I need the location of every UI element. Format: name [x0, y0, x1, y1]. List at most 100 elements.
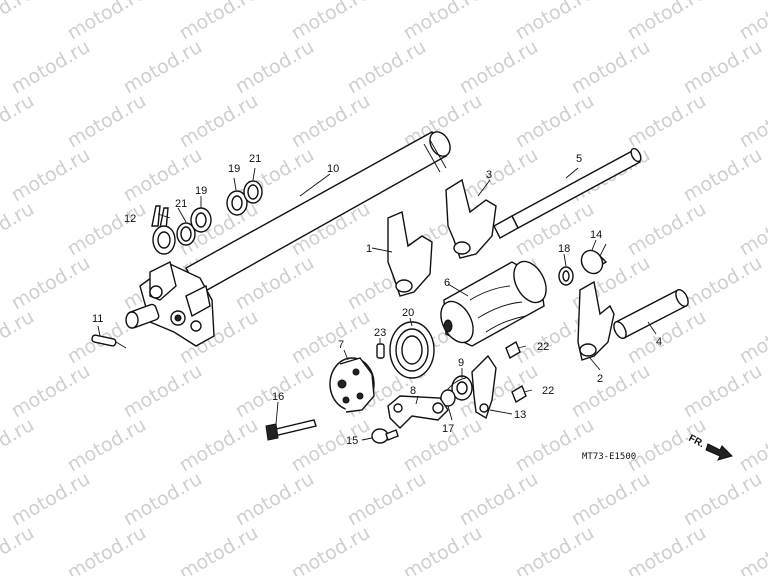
watermark-text: motod.ru — [568, 360, 654, 423]
watermark-text: motod.ru — [680, 36, 766, 99]
front-direction-indicator: FR. — [687, 433, 733, 461]
watermark-text: motod.ru — [120, 360, 206, 423]
watermark-text: motod.ru — [512, 90, 598, 153]
callout-13: 13 — [514, 409, 526, 421]
watermark-text: motod.ru — [736, 522, 768, 576]
watermark-text: motod.ru — [8, 468, 94, 531]
callout-11: 11 — [92, 313, 103, 325]
watermark-text: motod.ru — [288, 0, 374, 44]
watermark-text: motod.ru — [456, 468, 542, 531]
callout-15: 15 — [346, 435, 358, 447]
screw — [511, 384, 533, 404]
watermark-text: motod.ru — [0, 414, 38, 477]
watermark-text: motod.ru — [176, 0, 262, 44]
callout-16: 16 — [272, 391, 284, 403]
callout-18: 18 — [558, 243, 570, 255]
watermark-text: motod.ru — [680, 144, 766, 207]
pin — [376, 343, 385, 359]
callout-19: 19 — [228, 163, 240, 175]
watermark-text: motod.ru — [568, 468, 654, 531]
collar — [613, 289, 689, 339]
watermark-text: motod.ru — [624, 90, 710, 153]
callout-5: 5 — [576, 153, 582, 165]
watermark-text: motod.ru — [232, 468, 318, 531]
callout-1: 1 — [366, 243, 372, 255]
watermark-text: motod.ru — [0, 306, 38, 369]
watermark-text: motod.ru — [736, 414, 768, 477]
watermark-text: motod.ru — [512, 522, 598, 576]
watermark-text: motod.ru — [64, 414, 150, 477]
watermark-text: motod.ru — [0, 0, 38, 44]
drum-center — [329, 357, 375, 413]
watermark-text: motod.ru — [512, 414, 598, 477]
callout-22: 22 — [542, 385, 554, 397]
watermark-text: motod.ru — [8, 36, 94, 99]
watermark-text: motod.ru — [288, 522, 374, 576]
callout-22: 22 — [537, 341, 549, 353]
watermark-text: motod.ru — [736, 90, 768, 153]
watermark-text: motod.ru — [0, 522, 38, 576]
snap-ring — [176, 222, 196, 246]
shift-fork — [387, 211, 433, 297]
washer — [226, 190, 248, 216]
watermark-text: motod.ru — [0, 198, 38, 261]
bolt — [265, 419, 317, 441]
callout-4: 4 — [656, 336, 662, 348]
callout-17: 17 — [442, 423, 454, 435]
callout-8: 8 — [410, 385, 416, 397]
snap-ring — [243, 180, 263, 204]
watermark-text: motod.ru — [736, 306, 768, 369]
callout-2: 2 — [597, 373, 603, 385]
callout-9: 9 — [458, 357, 464, 369]
callout-12: 12 — [124, 213, 136, 225]
watermark-text: motod.ru — [680, 468, 766, 531]
watermark-text: motod.ru — [120, 468, 206, 531]
bolt — [371, 428, 399, 444]
watermark-text: motod.ru — [120, 144, 206, 207]
callout-3: 3 — [486, 169, 492, 181]
shift-fork — [445, 178, 497, 259]
fork-shaft — [493, 147, 642, 239]
watermark-text: motod.ru — [64, 522, 150, 576]
watermark-text: motod.ru — [176, 522, 262, 576]
watermark-text: motod.ru — [8, 252, 94, 315]
callout-labels: 10 12 21 19 19 21 11 1 3 5 6 20 23 7 8 9… — [92, 153, 662, 447]
callout-21: 21 — [175, 198, 187, 210]
watermark-text: motod.ru — [64, 198, 150, 261]
watermark-text: motod.ru — [232, 36, 318, 99]
stopper-arm — [387, 395, 449, 429]
watermark-text: motod.ru — [344, 468, 430, 531]
watermark-text: motod.ru — [176, 90, 262, 153]
watermark-text: motod.ru — [288, 90, 374, 153]
watermark-text: motod.ru — [736, 198, 768, 261]
callout-7: 7 — [338, 339, 344, 351]
watermark-text: motod.ru — [344, 36, 430, 99]
watermark-text: motod.ru — [8, 144, 94, 207]
watermark-text: motod.ru — [456, 144, 542, 207]
neutral-switch — [580, 243, 608, 275]
screw — [505, 340, 527, 360]
return-spring — [151, 205, 176, 255]
plate — [471, 354, 497, 420]
arrow-right-icon — [705, 443, 733, 461]
bearing — [389, 321, 435, 379]
watermark-text: motod.ru — [624, 522, 710, 576]
watermark-text: motod.ru — [8, 360, 94, 423]
watermark-text: motod.ru — [624, 0, 710, 44]
watermark-text: motod.ru — [680, 360, 766, 423]
watermark-text: motod.ru — [568, 36, 654, 99]
watermark-text: motod.ru — [64, 0, 150, 44]
leader-lines — [97, 167, 657, 441]
shift-fork — [577, 280, 615, 361]
shift-arm-assembly — [125, 260, 215, 347]
spring-pin — [91, 334, 127, 349]
callout-6: 6 — [444, 277, 450, 289]
watermark-text: motod.ru — [512, 0, 598, 44]
watermark-text: motod.ru — [456, 36, 542, 99]
watermark-text: motod.ru — [680, 252, 766, 315]
callout-23: 23 — [374, 327, 386, 339]
watermark-text: motod.ru — [0, 90, 38, 153]
callout-14: 14 — [590, 229, 602, 241]
